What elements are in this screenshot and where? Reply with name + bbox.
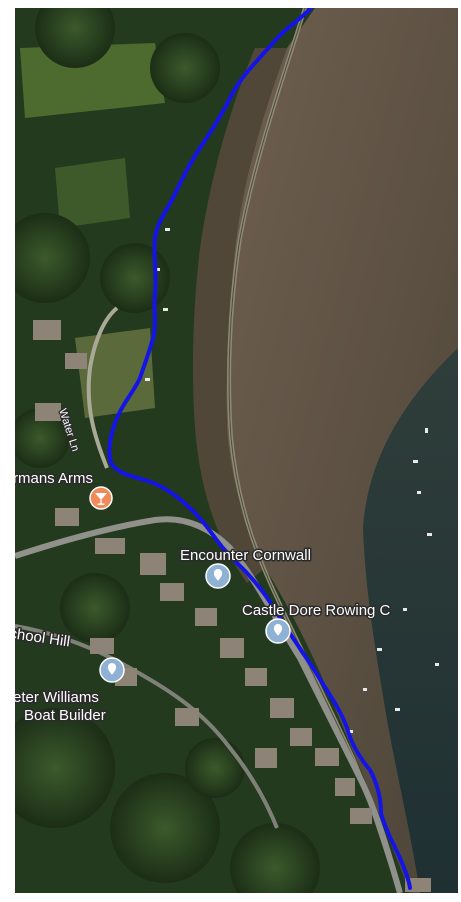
water-lane-road xyxy=(86,306,119,469)
place-pin-icon xyxy=(99,657,125,683)
cocktail-icon xyxy=(89,486,113,510)
woodland xyxy=(15,408,70,468)
school-hill-road xyxy=(15,624,279,829)
main-road xyxy=(15,516,403,893)
place-marker-rmans-arms[interactable]: rmans Arms xyxy=(15,469,113,510)
place-marker-castle-dore-rowing[interactable]: Castle Dore Rowing C xyxy=(241,601,392,644)
woodland xyxy=(230,823,320,893)
map-canvas[interactable]: Water Ln chool Hill rmans Arms Encounter… xyxy=(15,8,458,893)
place-label: Castle Dore Rowing C xyxy=(242,602,391,619)
place-label: Encounter Cornwall xyxy=(180,547,311,564)
moored-boats xyxy=(145,228,439,733)
field xyxy=(55,158,130,228)
place-marker-encounter-cornwall[interactable]: Encounter Cornwall xyxy=(179,546,312,589)
woodland xyxy=(35,8,115,68)
woodland xyxy=(185,738,245,798)
place-label-line2: Boat Builder xyxy=(24,707,106,724)
woodland xyxy=(110,773,220,883)
place-marker-peter-williams[interactable]: eter Williams Boat Builder xyxy=(15,657,125,726)
buildings xyxy=(33,320,431,892)
woodland xyxy=(150,33,220,103)
shore-mud xyxy=(192,48,287,583)
woodland xyxy=(60,573,130,643)
woodland xyxy=(15,213,90,303)
woodland xyxy=(15,708,115,828)
route-line[interactable] xyxy=(107,8,412,890)
river-channel xyxy=(363,348,458,893)
place-label: eter Williams xyxy=(15,689,99,706)
place-pin-icon xyxy=(265,618,291,644)
place-pin-icon xyxy=(205,563,231,589)
satellite-map[interactable]: Water Ln chool Hill rmans Arms Encounter… xyxy=(15,8,458,893)
place-label: rmans Arms xyxy=(15,470,93,487)
woodland xyxy=(100,243,170,313)
